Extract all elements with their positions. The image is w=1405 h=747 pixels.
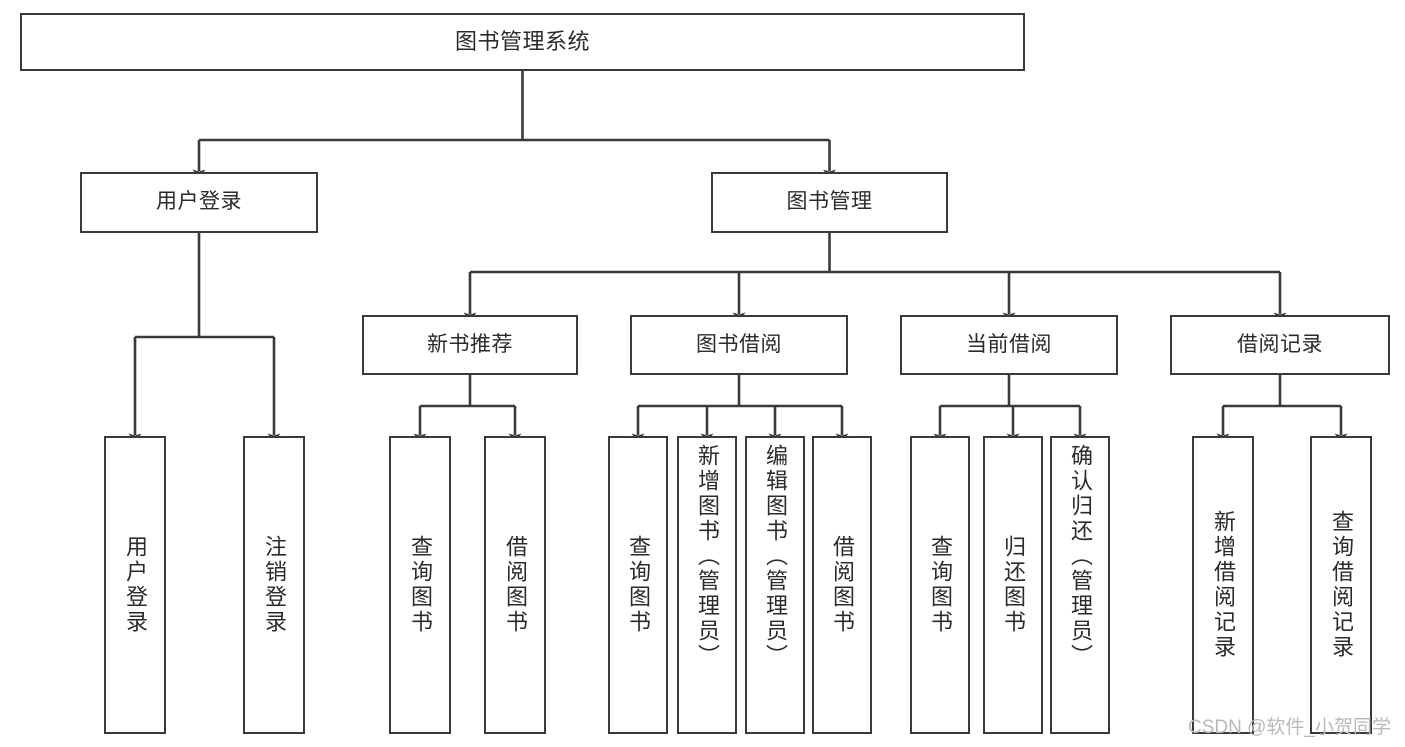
node-leaf-query-book-3[interactable]: 查询图书	[910, 436, 970, 734]
node-label: 用户登录	[156, 190, 242, 214]
node-label: 图书借阅	[696, 332, 782, 356]
node-label: 借阅记录	[1237, 332, 1323, 356]
node-label: 借阅图书	[503, 535, 528, 635]
node-current-borrow[interactable]: 当前借阅	[900, 315, 1118, 375]
node-leaf-logout[interactable]: 注销登录	[243, 436, 305, 734]
node-label: 当前借阅	[966, 332, 1052, 356]
node-user-login[interactable]: 用户登录	[80, 172, 318, 233]
node-leaf-edit-book[interactable]: 编辑图书（管理员）	[745, 436, 805, 734]
node-leaf-add-record[interactable]: 新增借阅记录	[1192, 436, 1254, 734]
node-leaf-query-book-2[interactable]: 查询图书	[608, 436, 668, 734]
node-label: 查询图书	[408, 535, 433, 635]
node-leaf-confirm-return[interactable]: 确认归还（管理员）	[1050, 436, 1110, 734]
node-book-manage[interactable]: 图书管理	[711, 172, 948, 233]
node-leaf-return-book[interactable]: 归还图书	[983, 436, 1043, 734]
node-label: 查询借阅记录	[1329, 510, 1354, 660]
node-label: 归还图书	[1001, 535, 1026, 635]
node-label: 新增借阅记录	[1211, 510, 1236, 660]
node-root[interactable]: 图书管理系统	[20, 13, 1025, 71]
node-label: 查询图书	[626, 535, 651, 635]
node-label: 确认归还（管理员）	[1068, 444, 1093, 669]
node-label: 图书管理系统	[454, 29, 590, 55]
node-label: 编辑图书（管理员）	[763, 444, 788, 669]
node-label: 借阅图书	[830, 535, 855, 635]
node-label: 图书管理	[786, 190, 873, 214]
node-borrow-record[interactable]: 借阅记录	[1170, 315, 1390, 375]
node-label: 注销登录	[262, 535, 287, 635]
watermark-label: CSDN @软件_小贺同学	[1188, 717, 1391, 738]
node-label: 查询图书	[928, 535, 953, 635]
node-label: 新书推荐	[427, 332, 513, 356]
node-leaf-query-book-1[interactable]: 查询图书	[389, 436, 451, 734]
node-label: 用户登录	[123, 535, 148, 635]
node-leaf-user-login[interactable]: 用户登录	[104, 436, 166, 734]
node-label: 新增图书（管理员）	[695, 444, 720, 669]
node-new-book-rec[interactable]: 新书推荐	[362, 315, 578, 375]
node-leaf-borrow-book-2[interactable]: 借阅图书	[812, 436, 872, 734]
node-book-borrow[interactable]: 图书借阅	[630, 315, 848, 375]
node-leaf-borrow-book-1[interactable]: 借阅图书	[484, 436, 546, 734]
node-leaf-add-book[interactable]: 新增图书（管理员）	[677, 436, 737, 734]
node-leaf-query-record[interactable]: 查询借阅记录	[1310, 436, 1372, 734]
